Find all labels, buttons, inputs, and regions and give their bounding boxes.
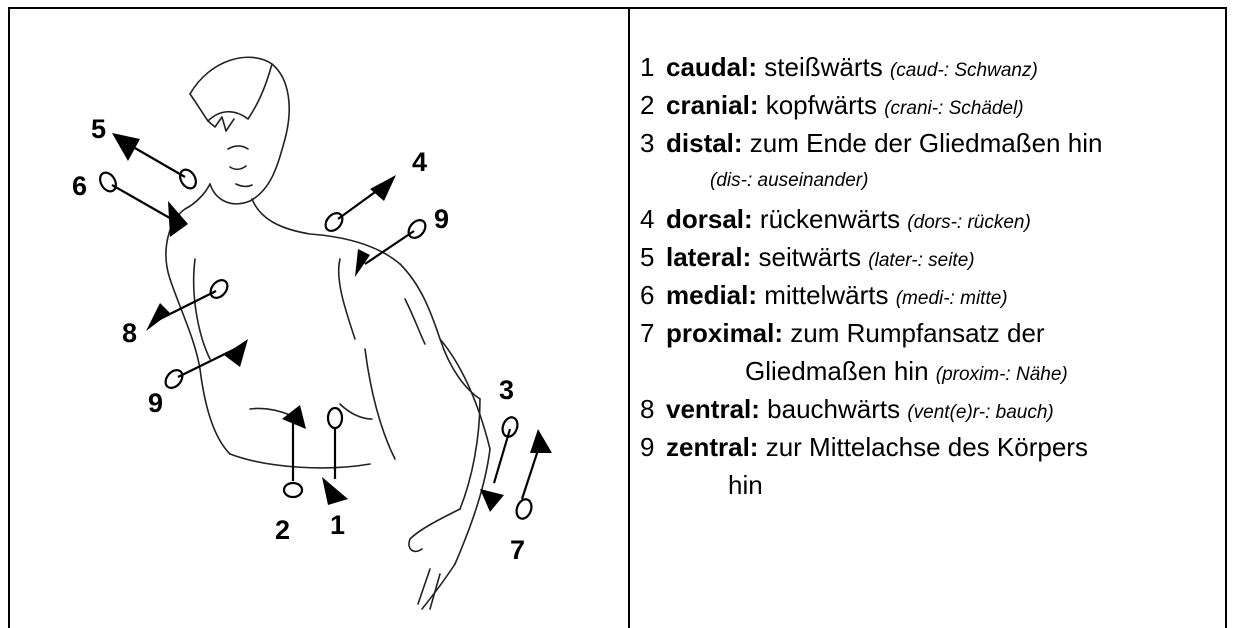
legend-item-continuation: (dis-: auseinander) <box>640 162 1220 200</box>
column-divider <box>628 7 630 628</box>
item-desc: rückenwärts <box>753 204 908 234</box>
item-desc: steißwärts <box>757 52 890 82</box>
right-border <box>1225 7 1227 628</box>
item-etymology: (caud-: Schwanz) <box>890 60 1038 81</box>
item-term: lateral: <box>666 242 751 272</box>
item-number: 5 <box>640 238 666 276</box>
label-4: 4 <box>412 147 427 177</box>
body-sketch: 5 6 4 9 8 9 3 2 1 7 <box>10 9 628 628</box>
item-desc: zur Mittelachse des Körpers <box>758 432 1087 462</box>
anatomy-figure: 5 6 4 9 8 9 3 2 1 7 <box>10 9 628 628</box>
item-term: zentral: <box>666 432 758 462</box>
label-9-lower: 9 <box>148 388 163 418</box>
item-desc: mittelwärts <box>757 280 896 310</box>
figure-number-labels: 5 6 4 9 8 9 3 2 1 7 <box>72 114 525 565</box>
item-etymology: (medi-: mitte) <box>896 288 1008 309</box>
item-number: 4 <box>640 200 666 238</box>
label-2: 2 <box>275 515 290 545</box>
label-5: 5 <box>91 114 106 144</box>
item-desc: hin <box>728 470 763 500</box>
item-term: ventral: <box>666 394 760 424</box>
item-desc: kopfwärts <box>759 90 885 120</box>
item-number: 8 <box>640 390 666 428</box>
item-etymology: (vent(e)r-: bauch) <box>907 402 1053 423</box>
item-number: 6 <box>640 276 666 314</box>
item-etymology: (later-: seite) <box>868 250 974 271</box>
item-desc: seitwärts <box>751 242 868 272</box>
label-7: 7 <box>510 535 525 565</box>
item-term: caudal: <box>666 52 757 82</box>
label-3: 3 <box>499 375 514 405</box>
item-term: distal: <box>666 128 743 158</box>
item-number: 1 <box>640 48 666 86</box>
label-6: 6 <box>72 171 87 201</box>
item-term: dorsal: <box>666 204 753 234</box>
item-etymology: (proxim-: Nähe) <box>936 364 1068 385</box>
label-8: 8 <box>122 318 137 348</box>
arrow-heads <box>112 133 552 512</box>
legend-item-continuation: Gliedmaßen hin (proxim-: Nähe) <box>640 352 1220 390</box>
item-number: 9 <box>640 428 666 466</box>
item-desc: Gliedmaßen hin <box>745 356 936 386</box>
label-9-upper: 9 <box>434 204 449 234</box>
item-term: proximal: <box>666 318 783 348</box>
item-etymology: (crani-: Schädel) <box>884 98 1023 119</box>
item-desc: zum Rumpfansatz der <box>783 318 1045 348</box>
item-number: 2 <box>640 86 666 124</box>
item-desc: bauchwärts <box>760 394 907 424</box>
item-number: 7 <box>640 314 666 352</box>
item-desc: zum Ende der Gliedmaßen hin <box>743 128 1103 158</box>
item-term: cranial: <box>666 90 759 120</box>
legend-item-continuation: hin <box>640 466 1220 504</box>
item-number: 3 <box>640 124 666 162</box>
label-1: 1 <box>330 510 345 540</box>
item-etymology: (dis-: auseinander) <box>710 170 868 191</box>
body-outline <box>166 57 490 609</box>
item-etymology: (dors-: rücken) <box>907 212 1031 233</box>
item-term: medial: <box>666 280 757 310</box>
